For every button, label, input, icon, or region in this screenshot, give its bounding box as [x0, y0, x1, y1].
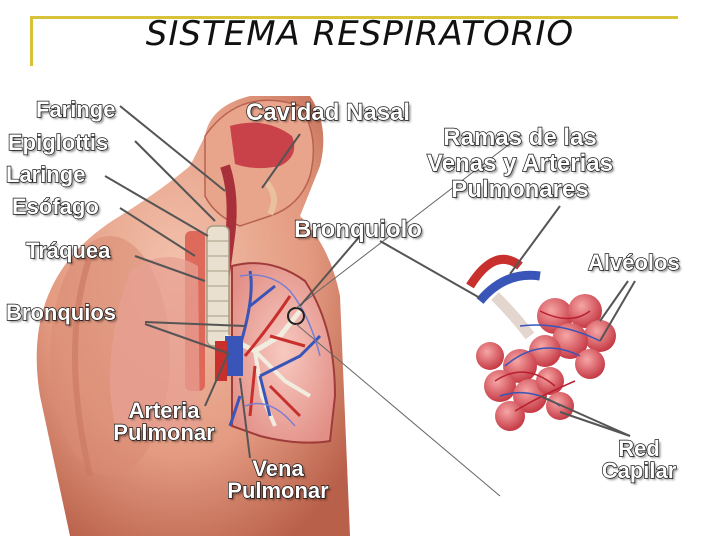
frame-left-line [30, 16, 33, 66]
label-red-line1: Red [618, 436, 661, 461]
label-vena-pulmonar: Vena Pulmonar [208, 456, 348, 503]
page-title: SISTEMA RESPIRATORIO [145, 14, 575, 54]
nasal-cavity [217, 122, 295, 297]
label-red-line2: Capilar [601, 458, 677, 483]
label-ramas-line3: Pulmonares [451, 176, 590, 203]
label-traquea: Tráquea [25, 238, 111, 263]
alveoli-cluster [466, 254, 616, 431]
label-esofago: Esófago [11, 194, 99, 219]
label-vena-line2: Pulmonar [227, 478, 330, 503]
label-arteria-line1: Arteria [128, 398, 200, 423]
label-vena-line1: Vena [252, 456, 305, 481]
label-faringe: Faringe [35, 97, 116, 122]
label-bronquios: Bronquios [5, 300, 116, 325]
anatomy-illustration: Faringe Epiglottis Laringe Esófago Tráqu… [0, 96, 720, 540]
frame-top-line [30, 16, 678, 19]
label-arteria-line2: Pulmonar [113, 420, 216, 445]
label-bronquiolo: Bronquiolo [293, 216, 422, 243]
label-epiglottis: Epiglottis [7, 130, 109, 155]
label-ramas-vasos: Ramas de las Venas y Arterias Pulmonares [400, 124, 640, 203]
label-laringe: Laringe [5, 162, 86, 187]
leader-lines [104, 105, 636, 459]
anatomy-drawing [36, 96, 636, 536]
label-ramas-line2: Venas y Arterias [426, 150, 613, 177]
label-cavidad-nasal: Cavidad Nasal [245, 99, 411, 126]
label-ramas-line1: Ramas de las [443, 124, 598, 151]
label-red-capilar: Red Capilar [584, 436, 694, 483]
zoom-lines [295, 135, 521, 497]
label-arteria-pulmonar: Arteria Pulmonar [96, 398, 232, 445]
label-alveolos: Alvéolos [587, 250, 680, 275]
lungs [110, 257, 337, 444]
